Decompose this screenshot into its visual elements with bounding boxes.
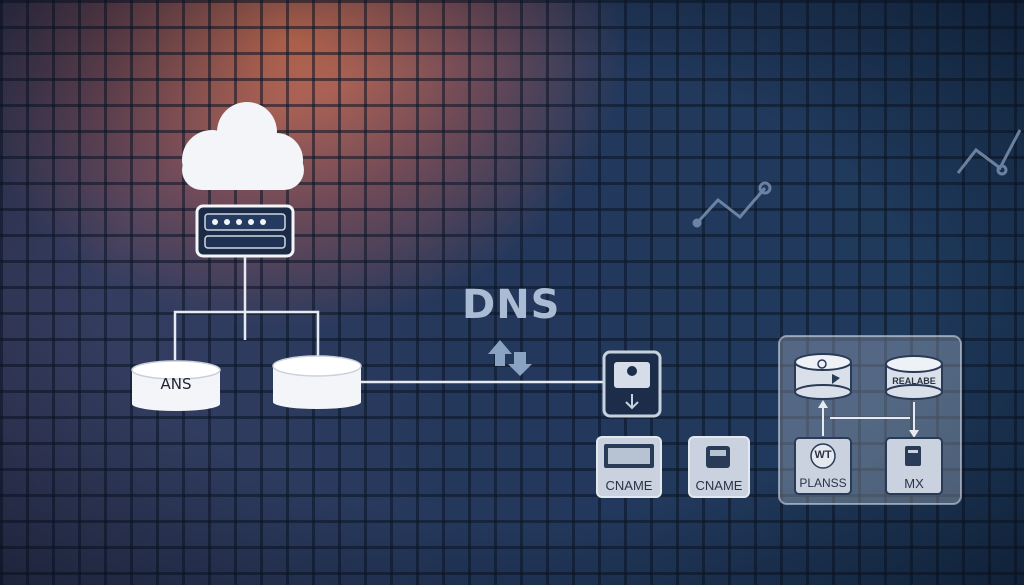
cname-card — [596, 436, 662, 498]
diagram-title: DNS — [462, 282, 561, 328]
connector-lines — [173, 256, 604, 384]
trend-line-icon — [956, 129, 1022, 176]
document-icon — [602, 350, 662, 418]
server-rack-icon — [195, 204, 295, 258]
database-icon — [131, 360, 221, 411]
wt-icon-text: WT — [814, 449, 832, 461]
database-icon — [272, 355, 362, 409]
cname-card — [688, 436, 750, 498]
ans-label: ANS — [160, 375, 192, 393]
trend-line-icon — [692, 181, 772, 228]
arrows-icon — [488, 340, 532, 376]
mx-label: MX — [904, 476, 924, 491]
planss-label: PLANSS — [799, 476, 847, 490]
cname-label: CNAME — [605, 478, 653, 493]
realabe-label: REALABE — [892, 376, 936, 386]
cloud-icon — [182, 102, 304, 190]
cname-label: CNAME — [695, 478, 743, 493]
records-panel — [778, 335, 962, 505]
